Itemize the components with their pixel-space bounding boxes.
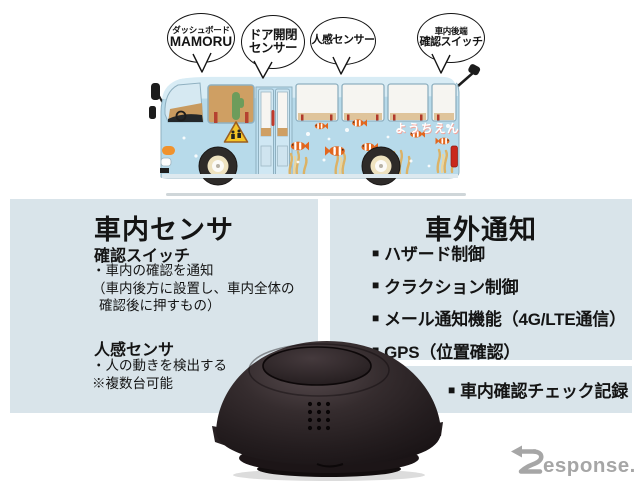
bus-door <box>255 86 293 179</box>
text-line: ※複数台可能 <box>92 375 173 391</box>
text-line: （車内後方に設置し、車内全体の <box>92 280 295 296</box>
svg-text:ようちえん: ようちえん <box>396 123 461 136</box>
clownfish-decoration <box>290 119 450 156</box>
speech-bubble-confirm-switch: 車内後端 確認スイッチ <box>417 13 485 63</box>
square-bullet-icon: ■ <box>372 310 380 325</box>
text-line: ・車内の確認を通知 <box>92 263 214 278</box>
notification-feature-list: ■ ハザード制御 ■ クラクション制御 ■ メール通知機能（4G/LTE通信） ■ GP… <box>372 240 626 370</box>
sensor-device-image <box>212 341 443 481</box>
confirm-switch-heading: 確認スイッチ <box>94 248 191 265</box>
speech-bubble-door-sensor: ドア開閉 センサー <box>241 15 305 69</box>
bubble-main-label: 確認スイッチ <box>419 35 484 48</box>
list-item-label: GPS（位置確認） <box>384 342 521 362</box>
bubble-sub-label: ダッシュボード <box>172 25 230 36</box>
watermark-text: esponse. <box>543 454 636 477</box>
right-panel-title: 車外通知 <box>425 215 537 245</box>
external-notification-panel: 車外通知 ■ ハザード制御 ■ クラクション制御 ■ メール通知機能（4G/LTE通信… <box>330 199 632 362</box>
bubble-main-label: MAMORU <box>169 34 233 50</box>
left-panel-title: 車内センサ <box>94 215 234 245</box>
bus-windows <box>295 83 457 122</box>
motion-sensor-description: ・人の動きを検出する ※複数台可能 <box>92 357 227 392</box>
front-wheel <box>198 146 238 186</box>
text-line: ・人の動きを検出する <box>92 358 227 373</box>
square-bullet-icon: ■ <box>372 245 380 260</box>
check-record-label: 車内確認チェック記録 <box>460 382 629 401</box>
ground-shadow <box>166 193 466 196</box>
bus-side-label: ようちえん <box>395 122 460 135</box>
speaker-grille-dots <box>307 401 331 431</box>
motion-sensor-heading: 人感センサ <box>94 342 175 359</box>
tail-light <box>450 145 458 168</box>
rear-wheel <box>361 146 401 186</box>
bubble-main-label2: センサー <box>248 41 298 55</box>
square-bullet-icon: ■ <box>372 278 380 292</box>
caution-sign <box>223 121 249 143</box>
bubble-sub-label: 車内後端 <box>434 26 468 37</box>
front-signal <box>162 146 175 155</box>
list-item-label: ハザード制御 <box>384 245 485 264</box>
list-item: ■ メール通知機能（4G/LTE通信） <box>372 305 626 330</box>
confirm-switch-description: ・車内の確認を通知 （車内後方に設置し、車内全体の 確認後に押すもの） <box>92 262 295 315</box>
bubble-main-label: 人感センサー <box>311 34 376 47</box>
response-logo: esponse. <box>511 445 636 477</box>
device-top-button <box>262 346 372 386</box>
list-item: ■ ハザード制御 <box>372 240 626 265</box>
square-bullet-icon: ■ <box>448 382 456 397</box>
list-item: ■ クラクション制御 <box>372 273 626 298</box>
list-item-label: メール通知機能（4G/LTE通信） <box>384 310 626 329</box>
check-record-item: ■ 車内確認チェック記録 <box>330 377 628 402</box>
text-line: 確認後に押すもの） <box>99 298 221 313</box>
speech-bubble-mamoru: ダッシュボード MAMORU <box>167 13 235 63</box>
bus-illustration: ようちえん ようちえん <box>149 64 481 196</box>
speech-bubble-motion-sensor: 人感センサー <box>310 17 376 65</box>
bubble-main-label: ドア開閉 <box>248 27 298 42</box>
cactus-decoration <box>232 92 240 120</box>
list-item-label: クラクション制御 <box>384 277 519 297</box>
